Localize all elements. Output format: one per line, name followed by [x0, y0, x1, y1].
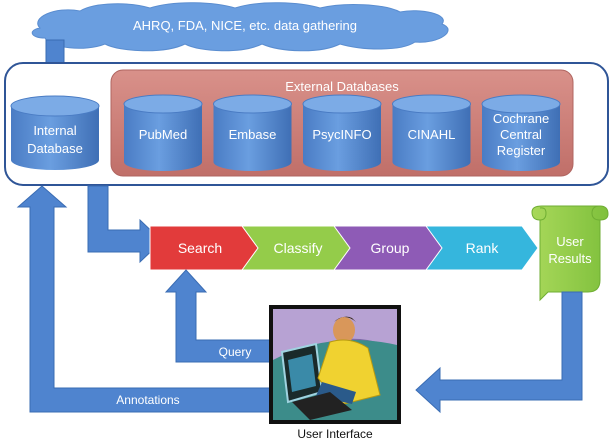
- user-results-label-line1: User: [556, 234, 584, 249]
- data-gathering-cloud: AHRQ, FDA, NICE, etc. data gathering: [31, 2, 449, 52]
- user-interface-clipart: [269, 305, 401, 424]
- external-database-label: Central: [500, 127, 542, 142]
- external-database-1: Embase: [213, 94, 292, 171]
- user-interface-caption: User Interface: [297, 427, 373, 441]
- pipeline-step-label: Classify: [273, 240, 322, 256]
- pipeline-step-label: Search: [178, 240, 222, 256]
- internal-database-label-line2: Database: [27, 141, 83, 156]
- external-database-label: Register: [497, 143, 546, 158]
- annotations-label: Annotations: [116, 393, 179, 407]
- internal-database: Internal Database: [10, 95, 100, 170]
- pipeline-step-rank: [425, 225, 539, 271]
- pipeline-step-label: Group: [371, 240, 410, 256]
- query-label: Query: [219, 345, 252, 359]
- cloud-label: AHRQ, FDA, NICE, etc. data gathering: [133, 18, 357, 33]
- user-results-scroll: User Results: [531, 205, 609, 302]
- results-to-ui-arrow: [415, 291, 583, 414]
- external-database-label: PsycINFO: [312, 127, 371, 142]
- external-database-label: PubMed: [139, 127, 187, 142]
- external-database-label: Embase: [229, 127, 277, 142]
- external-database-label: Cochrane: [493, 111, 549, 126]
- pipeline-step-label: Rank: [466, 240, 500, 256]
- external-databases-group: External Databases PubMed Embase PsycINFO C…: [110, 69, 574, 177]
- annotations-arrow: Annotations: [16, 185, 271, 413]
- external-database-label: CINAHL: [408, 127, 456, 142]
- external-database-3: CINAHL: [392, 94, 471, 171]
- external-databases-title: External Databases: [285, 79, 399, 94]
- external-database-2: PsycINFO: [302, 94, 382, 171]
- internal-database-label-line1: Internal: [33, 123, 76, 138]
- external-database-0: PubMed: [123, 94, 203, 171]
- person-head-icon: [333, 317, 355, 343]
- pipeline-steps: Search Classify Group Rank: [149, 225, 539, 271]
- query-arrow: Query: [164, 269, 271, 363]
- user-results-label-line2: Results: [548, 251, 592, 266]
